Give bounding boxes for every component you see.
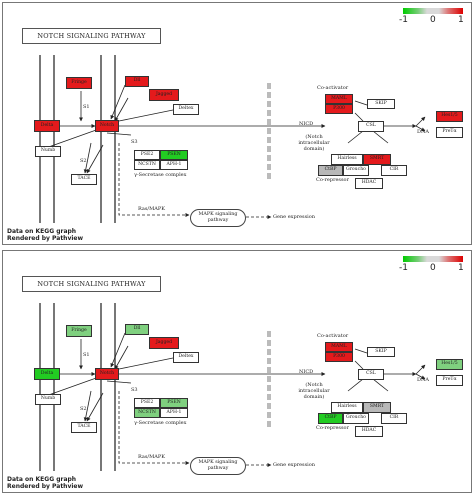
gene-node-skip[interactable]: SKIP bbox=[367, 347, 395, 357]
gene-node-psen[interactable]: PSEN bbox=[160, 150, 188, 160]
gene-node-ptcra[interactable]: PreTα bbox=[436, 127, 463, 138]
gene-node-notch[interactable]: Notch bbox=[95, 368, 119, 380]
label-secretase-complex: γ-Secretase complex bbox=[134, 420, 187, 426]
gene-node-fringe[interactable]: Fringe bbox=[66, 325, 92, 337]
gene-node-smrt[interactable]: SMRT bbox=[363, 402, 391, 413]
gene-node-hes[interactable]: Hes1/5 bbox=[436, 359, 463, 370]
pathway-title: NOTCH SIGNALING PATHWAY bbox=[22, 28, 161, 44]
gene-node-tace[interactable]: TACE bbox=[71, 174, 97, 185]
gene-node-groucho[interactable]: Groucho bbox=[343, 413, 369, 424]
label-rasmapk: Ras/MAPK bbox=[138, 206, 165, 212]
gene-node-hairless[interactable]: Hairless bbox=[331, 402, 363, 413]
legend-gradient-bar bbox=[403, 8, 463, 14]
label-nicd: NICD bbox=[299, 121, 314, 127]
legend-tick-min: -1 bbox=[399, 15, 408, 25]
gene-node-dll[interactable]: Dll bbox=[125, 76, 149, 87]
label-dna: DNA bbox=[417, 129, 429, 135]
legend-tick-max: 1 bbox=[458, 15, 464, 25]
label-corepressor: Co-repressor bbox=[316, 177, 349, 183]
label-coactivator: Co-activator bbox=[317, 85, 349, 91]
pathway-edges bbox=[39, 55, 426, 223]
mapk-signaling-pathway-box[interactable]: MAPK signaling pathway bbox=[190, 209, 246, 227]
label-dna: DNA bbox=[417, 377, 429, 383]
footer-data-source: Data on KEGG graph bbox=[7, 476, 77, 483]
label-nicd-domain: (Notch intracellular domain) bbox=[298, 382, 330, 400]
legend-tick-min: -1 bbox=[399, 263, 408, 273]
gene-node-dll[interactable]: Dll bbox=[125, 324, 149, 335]
legend-tick-mid: 0 bbox=[430, 15, 436, 25]
gene-node-psen[interactable]: PSEN bbox=[160, 398, 188, 408]
label-s1: S1 bbox=[83, 104, 90, 110]
gene-node-hairless[interactable]: Hairless bbox=[331, 154, 363, 165]
legend-gradient-bar bbox=[403, 256, 463, 262]
gene-node-psen2[interactable]: PSE2 bbox=[134, 398, 160, 408]
label-nicd-domain: (Notch intracellular domain) bbox=[298, 134, 330, 152]
legend-tick-max: 1 bbox=[458, 263, 464, 273]
gene-node-skip[interactable]: SKIP bbox=[367, 99, 395, 109]
gene-node-tace[interactable]: TACE bbox=[71, 422, 97, 433]
gene-node-cir[interactable]: CIR bbox=[381, 413, 407, 424]
legend-tick-mid: 0 bbox=[430, 263, 436, 273]
gene-node-deltex[interactable]: Deltex bbox=[173, 352, 199, 363]
footer-rendered-by: Rendered by Pathview bbox=[7, 483, 84, 490]
pathway-panel-2: -1 0 1 NOTCH SIGNALING PATHWAY bbox=[2, 250, 472, 493]
gene-node-ncstn[interactable]: NCSTN bbox=[134, 160, 160, 170]
label-s1: S1 bbox=[83, 352, 90, 358]
gene-node-delta[interactable]: Delta bbox=[34, 368, 60, 380]
gene-node-smrt[interactable]: SMRT bbox=[363, 154, 391, 165]
gene-node-jagged[interactable]: Jagged bbox=[149, 337, 179, 349]
footer-rendered-by: Rendered by Pathview bbox=[7, 235, 84, 242]
gene-node-p300[interactable]: P300 bbox=[325, 104, 353, 114]
pathway-edges bbox=[39, 303, 426, 471]
gene-node-numb[interactable]: Numb bbox=[35, 146, 61, 157]
gene-node-ptcra[interactable]: PreTα bbox=[436, 375, 463, 386]
label-corepressor: Co-repressor bbox=[316, 425, 349, 431]
pathway-title: NOTCH SIGNALING PATHWAY bbox=[22, 276, 161, 292]
gene-node-aph1[interactable]: APH-1 bbox=[160, 408, 188, 418]
gene-node-maml[interactable]: MAML bbox=[325, 342, 353, 352]
label-gene-expression: Gene expression bbox=[273, 462, 316, 468]
gene-node-ctbp[interactable]: CtBP bbox=[318, 413, 343, 424]
gene-node-groucho[interactable]: Groucho bbox=[343, 165, 369, 176]
label-gene-expression: Gene expression bbox=[273, 214, 316, 220]
gene-node-cir[interactable]: CIR bbox=[381, 165, 407, 176]
label-nicd: NICD bbox=[299, 369, 314, 375]
label-s3: S3 bbox=[131, 387, 138, 393]
gene-node-p300[interactable]: P300 bbox=[325, 352, 353, 362]
label-s3: S3 bbox=[131, 139, 138, 145]
label-coactivator: Co-activator bbox=[317, 333, 349, 339]
gene-node-jagged[interactable]: Jagged bbox=[149, 89, 179, 101]
gene-node-maml[interactable]: MAML bbox=[325, 94, 353, 104]
label-s2: S2 bbox=[80, 406, 87, 412]
gene-node-hdac[interactable]: HDAC bbox=[355, 426, 383, 437]
label-rasmapk: Ras/MAPK bbox=[138, 454, 165, 460]
gene-node-hes[interactable]: Hes1/5 bbox=[436, 111, 463, 122]
gene-node-ncstn[interactable]: NCSTN bbox=[134, 408, 160, 418]
gene-node-ctbp[interactable]: CtBP bbox=[318, 165, 343, 176]
gene-node-numb[interactable]: Numb bbox=[35, 394, 61, 405]
gene-node-notch[interactable]: Notch bbox=[95, 120, 119, 132]
footer-data-source: Data on KEGG graph bbox=[7, 228, 77, 235]
gene-node-delta[interactable]: Delta bbox=[34, 120, 60, 132]
gene-node-hdac[interactable]: HDAC bbox=[355, 178, 383, 189]
label-secretase-complex: γ-Secretase complex bbox=[134, 172, 187, 178]
gene-node-psen2[interactable]: PSE2 bbox=[134, 150, 160, 160]
gene-node-deltex[interactable]: Deltex bbox=[173, 104, 199, 115]
label-s2: S2 bbox=[80, 158, 87, 164]
color-legend: -1 0 1 bbox=[399, 8, 467, 28]
mapk-signaling-pathway-box[interactable]: MAPK signaling pathway bbox=[190, 457, 246, 475]
gene-node-csl[interactable]: CSL bbox=[358, 369, 384, 380]
gene-node-csl[interactable]: CSL bbox=[358, 121, 384, 132]
color-legend: -1 0 1 bbox=[399, 256, 467, 276]
gene-node-fringe[interactable]: Fringe bbox=[66, 77, 92, 89]
pathway-panel-1: -1 0 1 NOTCH SIGNALING PATHWAY bbox=[2, 2, 472, 245]
gene-node-aph1[interactable]: APH-1 bbox=[160, 160, 188, 170]
